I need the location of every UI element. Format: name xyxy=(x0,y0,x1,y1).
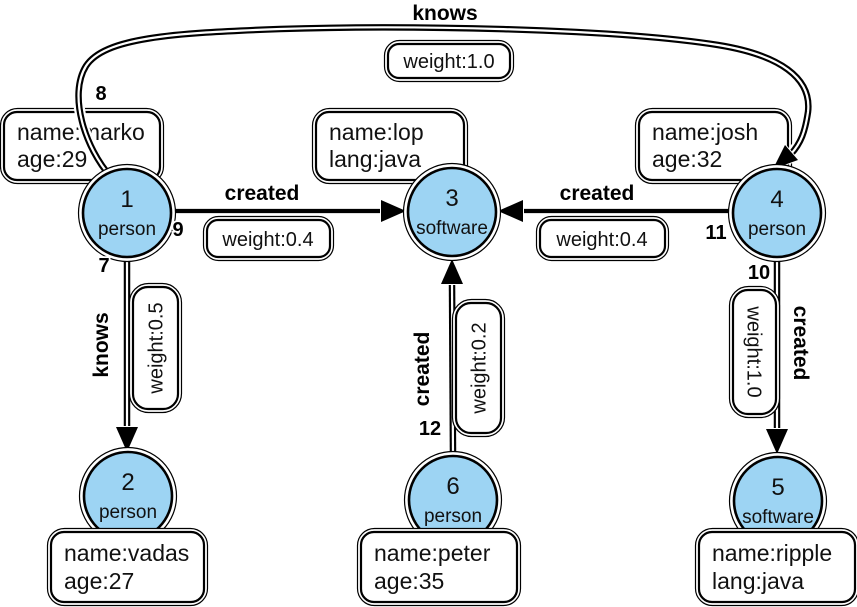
edge-created-4-5-arrowhead xyxy=(765,428,789,455)
weight-label-edge-9: weight:0.4 xyxy=(221,229,313,251)
edge-created-1-3-arrowhead xyxy=(380,199,407,223)
node-2: 2 person xyxy=(78,446,178,546)
edge-knows-1-2-arrowhead xyxy=(115,426,139,453)
edge-knows-1-4 xyxy=(73,21,814,181)
props-box-ripple: name:ripple lang:java xyxy=(694,527,857,607)
edge-label-knows-1-2: knows xyxy=(90,312,113,377)
edge-knows-1-2 xyxy=(115,257,139,453)
node-3-type-label: software xyxy=(416,218,488,239)
weight-label-edge-12: weight:0.2 xyxy=(469,322,491,414)
weight-box-edge-10: weight:1.0 xyxy=(728,285,781,419)
edge-label-created-4-5: created xyxy=(789,306,812,381)
edge-id-8: 8 xyxy=(95,83,106,105)
edge-label-created-6-3: created xyxy=(411,332,434,407)
props-box-lop: name:lop lang:java xyxy=(311,107,469,185)
prop-lop-lang: lang:java xyxy=(329,146,421,172)
edge-id-7: 7 xyxy=(98,255,109,277)
weight-label-edge-8: weight:1.0 xyxy=(402,51,494,73)
node-5: 5 software xyxy=(728,451,828,551)
weight-label-edge-7: weight:0.5 xyxy=(146,302,168,394)
edge-id-12: 12 xyxy=(419,418,441,440)
edge-created-6-3-arrowhead xyxy=(440,258,464,285)
prop-ripple-lang: lang:java xyxy=(712,568,804,594)
prop-ripple-name: name:ripple xyxy=(712,540,832,566)
edge-id-9: 9 xyxy=(172,219,183,241)
props-box-peter: name:peter age:35 xyxy=(356,527,522,607)
node-4-circle xyxy=(731,167,823,259)
edge-created-4-3 xyxy=(497,199,733,223)
props-box-marko: name:marko age:29 xyxy=(0,107,165,185)
edge-created-1-3 xyxy=(170,199,407,223)
node-2-circle xyxy=(82,450,174,542)
weight-box-edge-7: weight:0.5 xyxy=(128,282,183,414)
node-3-circle xyxy=(406,166,498,258)
edge-id-10: 10 xyxy=(748,262,770,284)
node-4: 4 person xyxy=(727,163,827,263)
node-4-type-label: person xyxy=(748,219,806,240)
weight-box-edge-11: weight:0.4 xyxy=(535,215,670,262)
node-5-type-label: software xyxy=(742,507,814,528)
prop-peter-age: age:35 xyxy=(374,568,444,594)
prop-vadas-name: name:vadas xyxy=(64,540,189,566)
props-box-vadas: name:vadas age:27 xyxy=(46,527,209,607)
prop-marko-age: age:29 xyxy=(17,146,87,172)
node-2-id-label: 2 xyxy=(121,469,134,496)
node-1-circle xyxy=(81,167,173,259)
node-5-id-label: 5 xyxy=(771,474,784,501)
weight-box-edge-9: weight:0.4 xyxy=(202,215,335,262)
weight-label-edge-11: weight:0.4 xyxy=(555,229,647,251)
edge-created-4-3-arrowhead xyxy=(497,199,524,223)
prop-peter-name: name:peter xyxy=(374,540,491,566)
node-6: 6 person xyxy=(403,450,503,550)
node-4-id-label: 4 xyxy=(770,186,783,213)
node-2-type-label: person xyxy=(99,502,157,523)
weight-box-edge-12: weight:0.2 xyxy=(451,298,506,438)
edge-label-created-1-3: created xyxy=(225,182,300,205)
node-3-id-label: 3 xyxy=(445,185,458,212)
prop-lop-name: name:lop xyxy=(329,119,424,145)
edge-label-knows-top: knows xyxy=(412,2,477,25)
props-box-josh: name:josh age:32 xyxy=(634,107,793,185)
weight-label-edge-10: weight:1.0 xyxy=(743,305,765,397)
prop-josh-name: name:josh xyxy=(652,119,758,145)
edge-id-11: 11 xyxy=(705,222,726,244)
edge-label-created-4-3: created xyxy=(560,182,635,205)
node-6-type-label: person xyxy=(424,506,482,527)
node-6-id-label: 6 xyxy=(446,473,459,500)
prop-vadas-age: age:27 xyxy=(64,568,134,594)
weight-box-edge-8: weight:1.0 xyxy=(383,39,515,83)
prop-josh-age: age:32 xyxy=(652,146,722,172)
node-1: 1 person xyxy=(77,163,177,263)
edge-knows-1-4-arrowhead xyxy=(772,144,799,170)
node-1-type-label: person xyxy=(98,219,156,240)
node-3: 3 software xyxy=(402,162,502,262)
node-1-id-label: 1 xyxy=(120,186,133,213)
